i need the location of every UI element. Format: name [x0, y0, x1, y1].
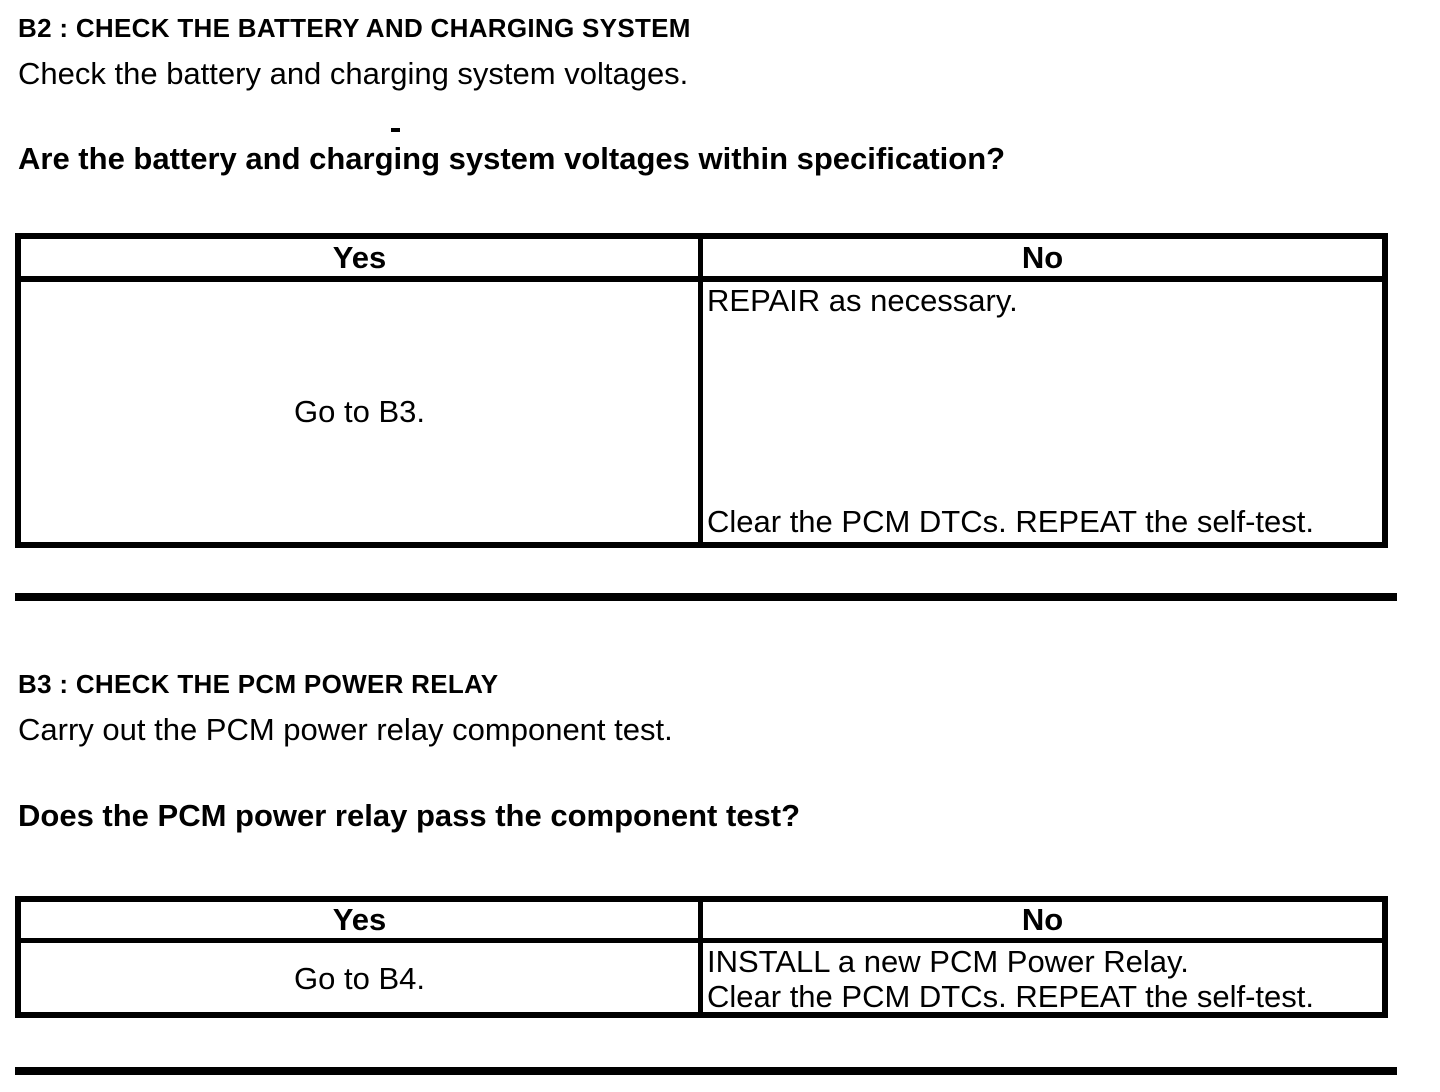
- section-divider-rule: [15, 1067, 1397, 1075]
- yes-column-header: Yes: [21, 902, 703, 943]
- yes-action-text: Go to B4.: [294, 960, 425, 996]
- step-b2-heading: B2 : CHECK THE BATTERY AND CHARGING SYST…: [18, 13, 691, 43]
- yes-column-header: Yes: [21, 239, 703, 282]
- step-b3-heading: B3 : CHECK THE PCM POWER RELAY: [18, 669, 499, 699]
- no-action-line: Clear the PCM DTCs. REPEAT the self-test…: [707, 504, 1314, 539]
- step-b3-instruction: Carry out the PCM power relay component …: [18, 712, 673, 747]
- yes-action-cell: Go to B4.: [21, 943, 703, 1014]
- scan-artifact-dash: [391, 128, 400, 132]
- yes-action-cell: Go to B3.: [21, 282, 703, 542]
- step-b2-instruction: Check the battery and charging system vo…: [18, 56, 689, 91]
- decision-table-b2: Yes No Go to B3. REPAIR as necessary. Cl…: [15, 233, 1388, 548]
- section-divider-rule: [15, 593, 1397, 601]
- yes-action-text: Go to B3.: [294, 394, 425, 429]
- step-b2-question: Are the battery and charging system volt…: [18, 141, 1006, 176]
- decision-table-b3: Yes No Go to B4. INSTALL a new PCM Power…: [15, 896, 1388, 1018]
- step-b3-question: Does the PCM power relay pass the compon…: [18, 798, 801, 833]
- no-column-header: No: [703, 902, 1382, 943]
- no-action-cell: INSTALL a new PCM Power Relay. Clear the…: [703, 943, 1382, 1014]
- no-action-cell: REPAIR as necessary. Clear the PCM DTCs.…: [703, 282, 1382, 542]
- no-column-header: No: [703, 239, 1382, 282]
- no-action-line: REPAIR as necessary.: [707, 283, 1018, 318]
- no-action-line: INSTALL a new PCM Power Relay.: [707, 944, 1189, 979]
- no-action-line: Clear the PCM DTCs. REPEAT the self-test…: [707, 979, 1314, 1014]
